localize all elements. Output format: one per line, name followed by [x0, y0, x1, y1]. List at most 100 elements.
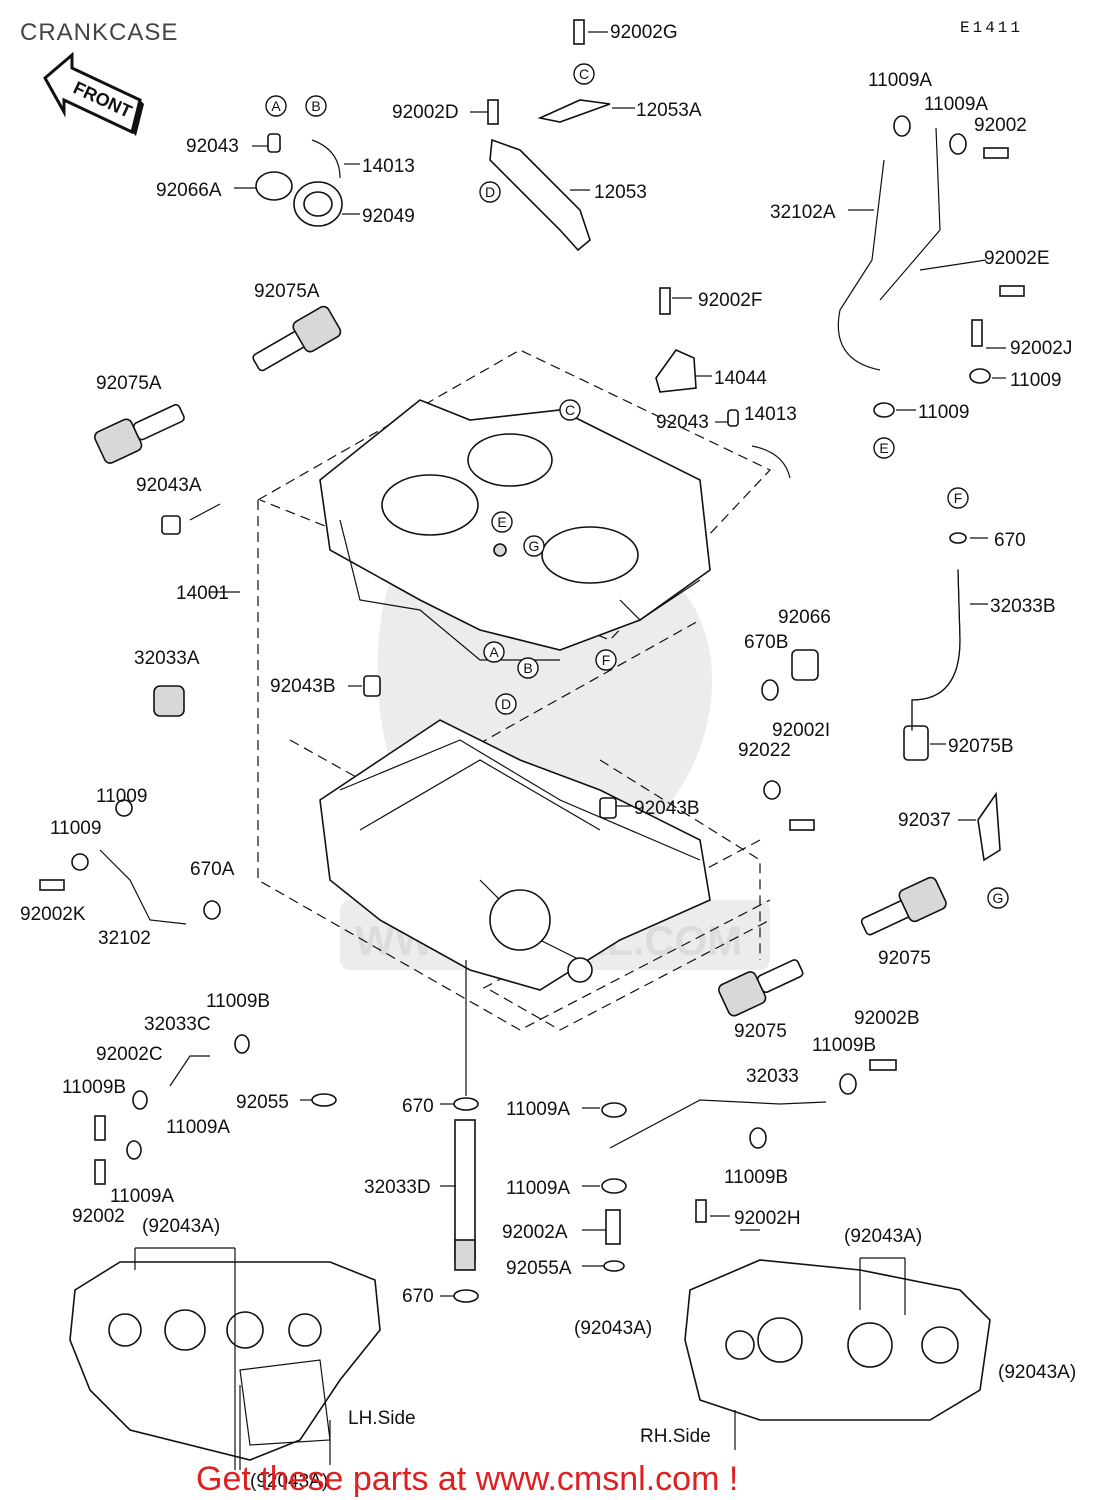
- lower-crankcase: [319, 719, 711, 991]
- part-number-label[interactable]: 670A: [190, 859, 235, 880]
- part-number-label[interactable]: 11009: [50, 818, 101, 839]
- callout-a: A: [265, 95, 287, 117]
- part-number-label[interactable]: 92055: [236, 1092, 289, 1113]
- part-number-label[interactable]: 11009A: [868, 70, 932, 91]
- callout-g: G: [523, 535, 545, 557]
- callout-letter: A: [489, 644, 499, 660]
- part-number-label[interactable]: 11009A: [506, 1178, 570, 1199]
- part-number-label[interactable]: 670B: [744, 632, 788, 653]
- part-number-label[interactable]: 92066A: [156, 180, 222, 201]
- part-number-label[interactable]: 670: [402, 1286, 434, 1307]
- callout-letter: B: [311, 98, 320, 114]
- part-number-label[interactable]: (92043A): [998, 1362, 1076, 1383]
- part-number-label[interactable]: 92002J: [1010, 338, 1072, 359]
- part-number-label[interactable]: 92002F: [698, 290, 762, 311]
- part-number-label[interactable]: 11009: [96, 786, 147, 807]
- part-number-label[interactable]: 92055A: [506, 1258, 572, 1279]
- part-number-label[interactable]: 92022: [738, 740, 791, 761]
- part-number-label[interactable]: 32102: [98, 928, 151, 949]
- callout-letter: C: [579, 66, 589, 82]
- part-number-label[interactable]: 92066: [778, 607, 831, 628]
- rh-side-caption: RH.Side: [640, 1426, 711, 1447]
- part-number-label[interactable]: 92049: [362, 206, 415, 227]
- part-number-label[interactable]: 11009: [1010, 370, 1061, 391]
- callout-f: F: [947, 487, 969, 509]
- part-number-label[interactable]: 11009A: [924, 94, 988, 115]
- callout-b: B: [305, 95, 327, 117]
- callout-d: D: [479, 181, 501, 203]
- part-number-label[interactable]: 12053: [594, 182, 647, 203]
- callout-e: E: [873, 437, 895, 459]
- part-number-label[interactable]: 32102A: [770, 202, 836, 223]
- part-number-label[interactable]: 32033D: [364, 1177, 431, 1198]
- part-number-label[interactable]: 92037: [898, 810, 951, 831]
- callout-letter: F: [954, 490, 963, 506]
- part-number-label[interactable]: 92043A: [136, 475, 202, 496]
- part-number-label[interactable]: 670: [994, 530, 1026, 551]
- callout-letter: E: [497, 514, 506, 530]
- part-number-label[interactable]: 92075: [734, 1021, 787, 1042]
- part-number-label[interactable]: 14013: [362, 156, 415, 177]
- part-number-label[interactable]: 92002: [974, 115, 1027, 136]
- callout-letter: G: [993, 890, 1004, 906]
- leader-lines: [189, 31, 1006, 1297]
- part-number-label[interactable]: 92043B: [270, 676, 336, 697]
- part-number-label[interactable]: 92043: [186, 136, 239, 157]
- part-number-label[interactable]: 92002G: [610, 22, 678, 43]
- part-number-label[interactable]: (92043A): [142, 1216, 220, 1237]
- part-number-label[interactable]: 14001: [176, 583, 229, 604]
- part-number-label[interactable]: 32033: [746, 1066, 799, 1087]
- part-number-label[interactable]: 92002E: [984, 248, 1050, 269]
- part-number-label[interactable]: (92043A): [250, 1471, 328, 1492]
- part-number-label[interactable]: 92002I: [772, 720, 830, 741]
- part-number-label[interactable]: 92075B: [948, 736, 1014, 757]
- part-number-label[interactable]: (92043A): [844, 1226, 922, 1247]
- upper-crankcase: [319, 399, 711, 661]
- part-number-label[interactable]: 11009A: [166, 1117, 230, 1138]
- part-label-group: 92002G12053A92002D12053920431401392066A9…: [20, 22, 1076, 1492]
- part-number-label[interactable]: 92075A: [254, 281, 320, 302]
- part-number-label[interactable]: 92002A: [502, 1222, 568, 1243]
- part-number-label[interactable]: 92002H: [734, 1208, 801, 1229]
- part-number-label[interactable]: 92002B: [854, 1008, 920, 1029]
- part-number-label[interactable]: 92002D: [392, 102, 459, 123]
- part-number-label[interactable]: 11009B: [724, 1167, 788, 1188]
- callout-letter: A: [271, 98, 281, 114]
- part-number-label[interactable]: 32033B: [990, 596, 1056, 617]
- part-number-label[interactable]: 92002: [72, 1206, 125, 1227]
- part-number-label[interactable]: 92002K: [20, 904, 86, 925]
- small-parts: [39, 19, 1025, 1303]
- part-number-label[interactable]: 11009A: [506, 1099, 570, 1120]
- part-number-label[interactable]: 14013: [744, 404, 797, 425]
- part-number-label[interactable]: 92043: [656, 412, 709, 433]
- part-number-label[interactable]: 11009B: [206, 991, 270, 1012]
- part-number-label[interactable]: 11009B: [62, 1077, 126, 1098]
- rh-side-view: [684, 1257, 991, 1450]
- callout-letter: E: [879, 440, 888, 456]
- callout-f: F: [595, 649, 617, 671]
- lh-side-view: [69, 1247, 381, 1470]
- callout-letter: C: [565, 402, 575, 418]
- front-arrow-icon: FRONT: [43, 51, 144, 136]
- part-number-label[interactable]: 11009A: [110, 1186, 174, 1207]
- callout-a: A: [483, 641, 505, 663]
- callout-c: C: [559, 399, 581, 421]
- callout-c: C: [573, 63, 595, 85]
- callout-g: G: [987, 887, 1009, 909]
- callout-group: A B C D C E G A B F D E F G: [265, 63, 1009, 909]
- callout-b: B: [517, 657, 539, 679]
- part-number-label[interactable]: 92002C: [96, 1044, 163, 1065]
- part-number-label[interactable]: 92043B: [634, 798, 700, 819]
- part-number-label[interactable]: 92075: [878, 948, 931, 969]
- diagram-code: E1411: [960, 19, 1023, 37]
- part-number-label[interactable]: 11009B: [812, 1035, 876, 1056]
- part-number-label[interactable]: 14044: [714, 368, 767, 389]
- part-number-label[interactable]: (92043A): [574, 1318, 652, 1339]
- callout-letter: D: [501, 696, 511, 712]
- part-number-label[interactable]: 12053A: [636, 100, 702, 121]
- part-number-label[interactable]: 11009: [918, 402, 969, 423]
- part-number-label[interactable]: 32033A: [134, 648, 200, 669]
- part-number-label[interactable]: 32033C: [144, 1014, 211, 1035]
- part-number-label[interactable]: 92075A: [96, 373, 162, 394]
- part-number-label[interactable]: 670: [402, 1096, 434, 1117]
